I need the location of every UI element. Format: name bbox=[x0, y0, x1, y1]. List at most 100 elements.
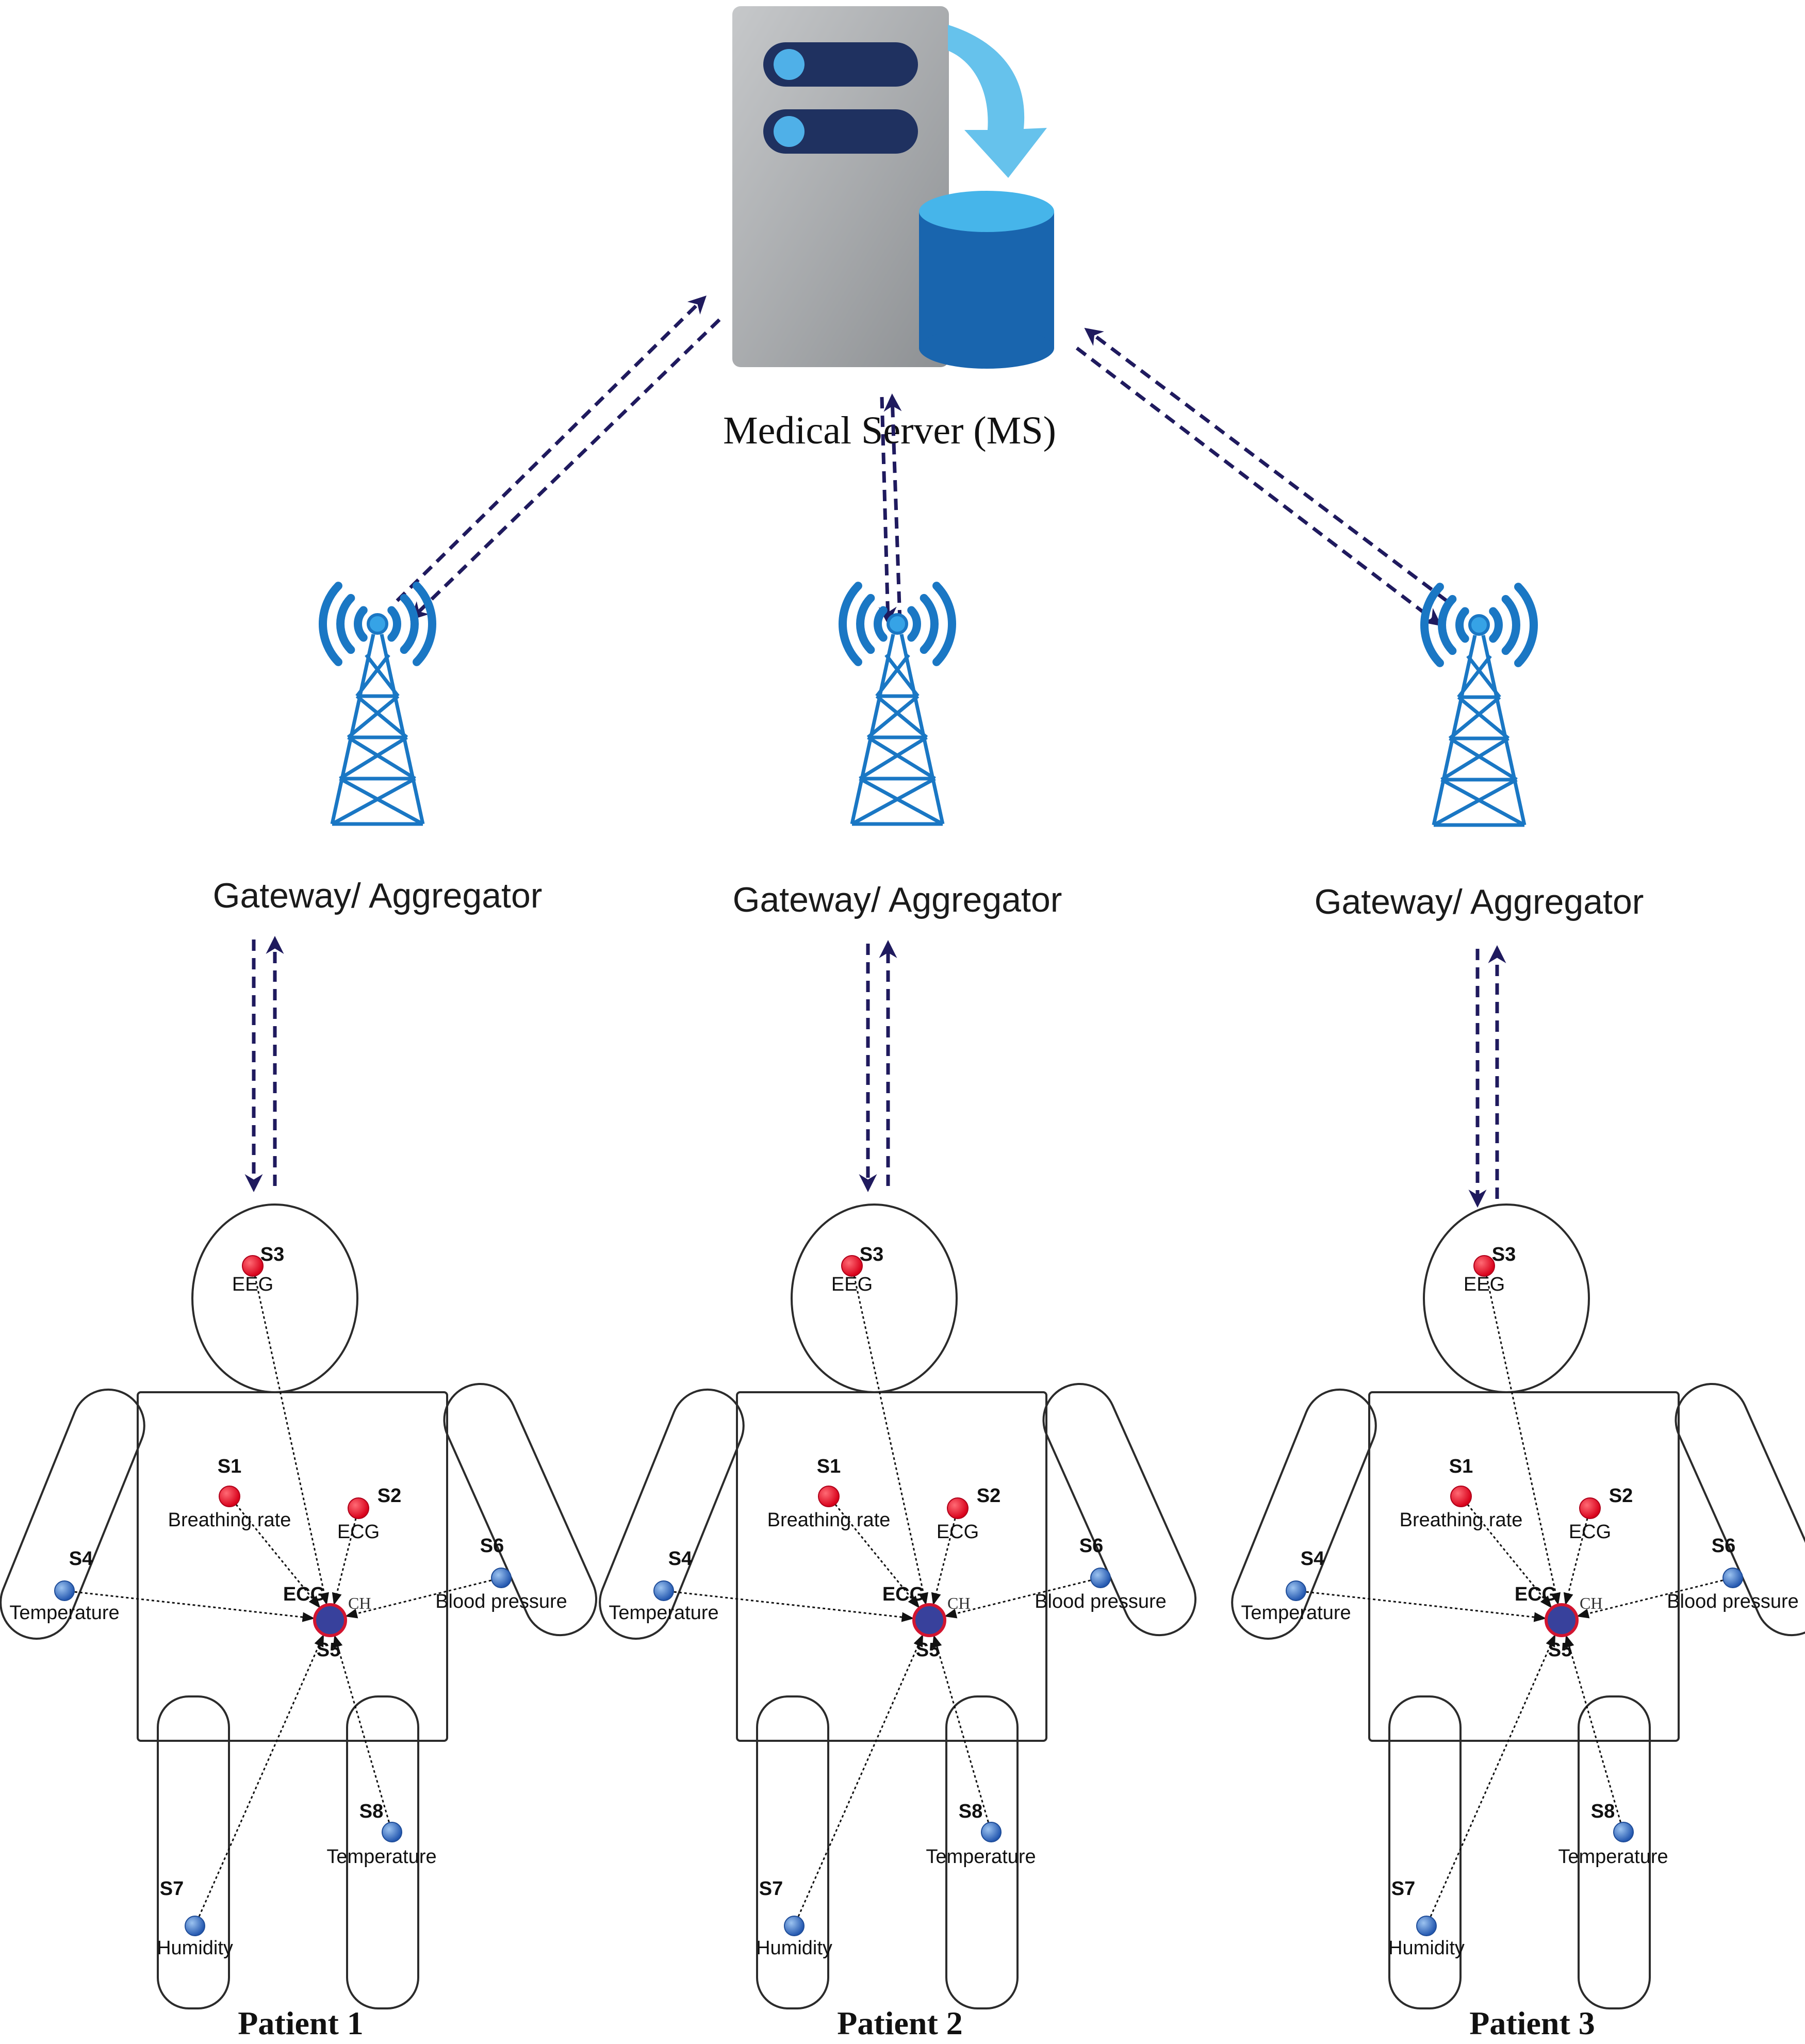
red-sensor-dot bbox=[242, 1255, 264, 1277]
link-s1-to-ch bbox=[228, 1496, 321, 1609]
tower-lattice bbox=[850, 634, 945, 826]
server-label: Medical Server (MS) bbox=[723, 409, 1056, 452]
right-arm bbox=[443, 1382, 598, 1637]
server-led-2 bbox=[774, 116, 805, 147]
left-arm bbox=[599, 1388, 745, 1640]
gateway-label: Gateway/ Aggregator bbox=[213, 876, 543, 915]
red-sensor-dot bbox=[1473, 1255, 1495, 1277]
gateway-3: Gateway/ Aggregator bbox=[1315, 583, 1644, 921]
signal-wave-right-1 bbox=[907, 606, 921, 642]
sensor-id: S4 bbox=[1301, 1548, 1324, 1570]
signal-wave-left-3 bbox=[1420, 583, 1444, 667]
cluster-head-dot bbox=[313, 1603, 347, 1637]
cluster-head-dot bbox=[912, 1603, 946, 1637]
link-s3-to-ch bbox=[1483, 1265, 1561, 1606]
link-s2-to-ch bbox=[332, 1508, 359, 1606]
torso bbox=[137, 1391, 448, 1742]
link-s4-to-ch bbox=[1295, 1590, 1547, 1622]
link-s2-to-ch bbox=[1563, 1508, 1591, 1606]
red-sensor-dot bbox=[219, 1486, 240, 1507]
gateway-tower-icon bbox=[319, 582, 436, 826]
sensor-label: Humidity bbox=[157, 1937, 233, 1959]
torso bbox=[736, 1391, 1047, 1742]
medical-server: Medical Server (MS) bbox=[723, 6, 1056, 452]
left-arm bbox=[1231, 1388, 1377, 1640]
blue-sensor-dot bbox=[1613, 1822, 1634, 1842]
sensor-id: S1 bbox=[1449, 1456, 1473, 1477]
blue-sensor-dot bbox=[1286, 1580, 1306, 1601]
sensor-id: S2 bbox=[1609, 1485, 1633, 1507]
signal-wave-right-2 bbox=[920, 594, 939, 654]
signal-wave-right-2 bbox=[400, 594, 419, 654]
sensor-label: EEG bbox=[1464, 1274, 1505, 1295]
red-sensor-dot bbox=[947, 1497, 969, 1519]
sensor-label: Temperature bbox=[1241, 1602, 1351, 1624]
link-s4-to-ch bbox=[64, 1590, 315, 1622]
link-s7-to-ch bbox=[194, 1634, 324, 1926]
signal-wave-left-1 bbox=[354, 606, 368, 642]
patient-body-outline bbox=[1231, 1204, 1805, 2009]
link-s3-to-ch bbox=[252, 1265, 329, 1606]
cluster-head-dot bbox=[1545, 1603, 1579, 1637]
sensor-label: EEG bbox=[232, 1274, 273, 1295]
sensor-id: S1 bbox=[817, 1456, 841, 1477]
patient-label: Patient 2 bbox=[837, 2005, 963, 2041]
blue-sensor-dot bbox=[382, 1822, 402, 1842]
cluster-head-sensor-label: ECG bbox=[283, 1584, 325, 1605]
sensor-label: Breathing rate bbox=[1400, 1509, 1523, 1531]
blue-sensor-dot bbox=[1416, 1916, 1437, 1936]
sensor-label: Breathing rate bbox=[767, 1509, 891, 1531]
sensor-id: S4 bbox=[668, 1548, 692, 1570]
signal-wave-right-3 bbox=[932, 582, 956, 666]
antenna-tip bbox=[1468, 614, 1490, 636]
server-cabinet bbox=[732, 6, 949, 367]
link-s1-to-ch bbox=[1460, 1496, 1552, 1609]
server-slot-2 bbox=[763, 109, 918, 154]
gateway-2: Gateway/ Aggregator bbox=[733, 582, 1062, 919]
antenna-tip bbox=[887, 613, 908, 635]
sensor-id: S2 bbox=[977, 1485, 1000, 1507]
gateway-patient-links bbox=[244, 936, 1506, 1208]
gateway-label: Gateway/ Aggregator bbox=[1315, 882, 1644, 921]
sensor-links bbox=[1295, 1265, 1733, 1926]
gateway-tower-icon bbox=[1420, 583, 1538, 827]
red-sensor-dot bbox=[818, 1486, 840, 1507]
server-led-1 bbox=[774, 49, 805, 80]
sensor-id: S6 bbox=[1712, 1535, 1735, 1557]
signal-wave-right-3 bbox=[1514, 583, 1538, 667]
sensor-id: S8 bbox=[959, 1801, 982, 1822]
link-up-left bbox=[396, 295, 707, 602]
left-arm bbox=[0, 1388, 145, 1640]
sensor-label: Blood pressure bbox=[1667, 1591, 1799, 1612]
signal-wave-left-3 bbox=[839, 582, 862, 666]
right-leg bbox=[346, 1695, 419, 2009]
red-sensor-dot bbox=[1579, 1497, 1601, 1519]
sensor-label: Blood pressure bbox=[435, 1591, 567, 1612]
right-leg bbox=[1578, 1695, 1651, 2009]
patient-body-outline bbox=[599, 1204, 1197, 2009]
server-gateway-links bbox=[396, 295, 1448, 627]
sensor-id: S6 bbox=[1079, 1535, 1103, 1557]
link-s8-to-ch bbox=[333, 1635, 393, 1833]
sensor-label: Temperature bbox=[9, 1602, 119, 1624]
blue-sensor-dot bbox=[981, 1822, 1002, 1842]
head bbox=[791, 1204, 958, 1393]
left-leg bbox=[1388, 1695, 1462, 2009]
link-down-left bbox=[409, 318, 721, 620]
cluster-head-ch-label: CH bbox=[348, 1594, 371, 1612]
right-arm bbox=[1675, 1382, 1805, 1637]
link-s2-to-ch bbox=[931, 1508, 959, 1606]
server-slot-1 bbox=[763, 42, 918, 87]
link-s4-to-ch bbox=[663, 1590, 914, 1622]
tower-lattice bbox=[1432, 635, 1527, 827]
